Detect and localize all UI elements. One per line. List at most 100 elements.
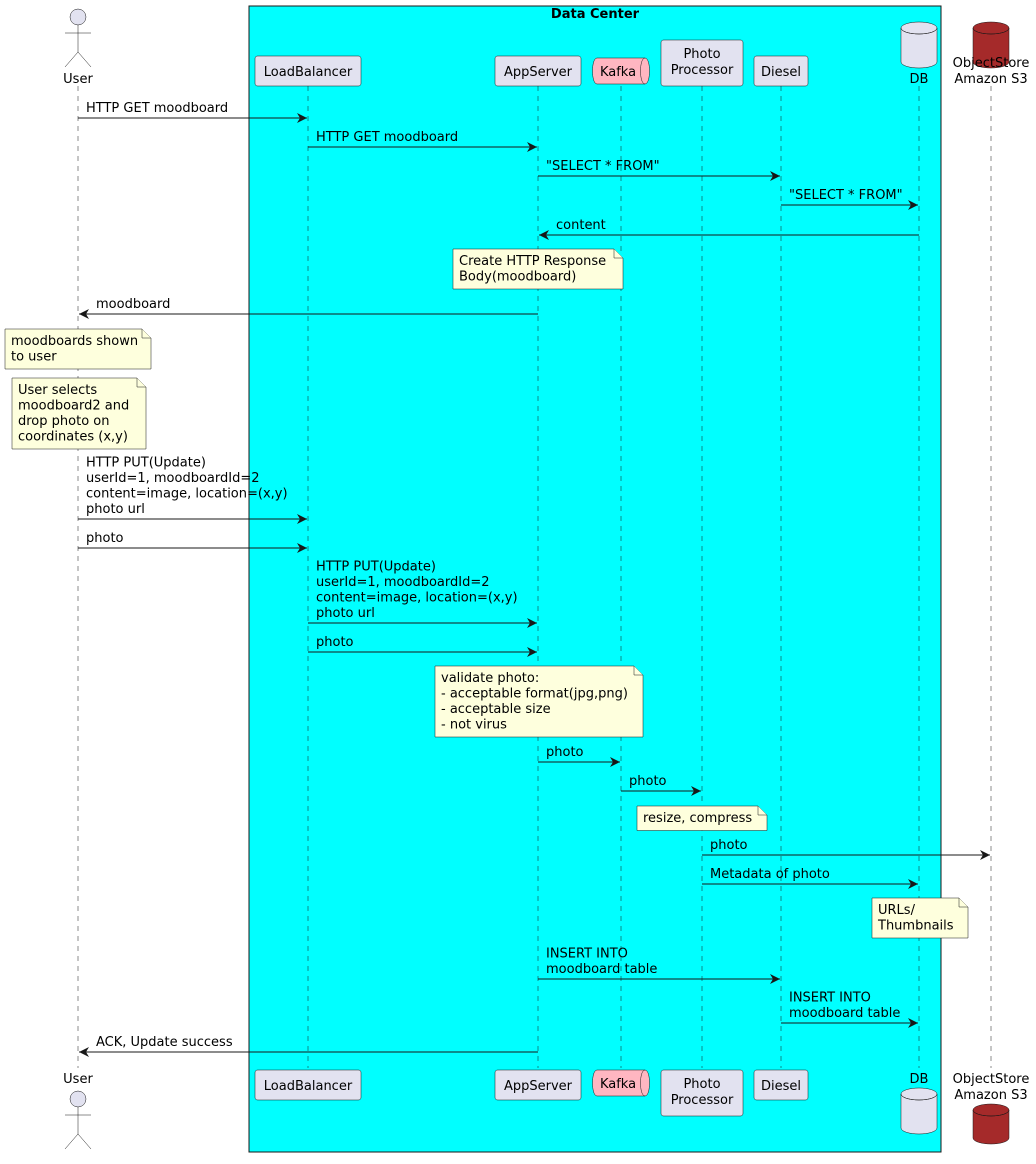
- note-over-app: validate photo:- acceptable format(jpg,p…: [434, 665, 644, 738]
- database-rim: [900, 1093, 938, 1101]
- participant-app-top: AppServer: [494, 55, 582, 87]
- note-text: - acceptable size: [441, 702, 551, 717]
- message-label: "SELECT * FROM": [789, 188, 903, 203]
- participant-box: [494, 55, 582, 87]
- message-label: photo: [546, 745, 584, 760]
- participant-label: Processor: [671, 63, 734, 78]
- participant-kafka-bottom: Kafka: [592, 1069, 650, 1097]
- note-text: moodboard2 and: [18, 399, 129, 414]
- message-label: ACK, Update success: [96, 1035, 233, 1050]
- note-fold: [633, 666, 643, 676]
- note-text: Create HTTP Response: [459, 254, 606, 269]
- note-text: validate photo:: [441, 671, 539, 686]
- message-label: userId=1, moodboardId=2: [86, 471, 259, 486]
- participant-lb-top: LoadBalancer: [254, 55, 362, 87]
- participant-box: [254, 55, 362, 87]
- actor-leg-right: [77, 51, 92, 68]
- database-label: ObjectStore: [953, 1072, 1030, 1087]
- actor-head: [69, 8, 87, 26]
- participant-kafka-top: Kafka: [592, 57, 650, 85]
- participant-box: [660, 1069, 744, 1117]
- note-fold: [958, 898, 968, 908]
- participant-box: [254, 1069, 362, 1101]
- message-photo-to-db: Metadata of photo: [702, 867, 918, 889]
- message-label: HTTP GET moodboard: [316, 130, 458, 145]
- database-rim: [972, 27, 1010, 35]
- message-label: INSERT INTO: [546, 947, 628, 962]
- message-label: HTTP PUT(Update): [86, 456, 206, 471]
- message-label: content: [556, 218, 606, 233]
- participant-label: Processor: [671, 1093, 734, 1108]
- database-label: DB: [910, 1072, 929, 1087]
- note-fold: [757, 806, 767, 816]
- note-box: [871, 897, 969, 939]
- message-label: moodboard table: [789, 1006, 900, 1021]
- note-text: resize, compress: [643, 811, 752, 826]
- database-label: DB: [910, 72, 929, 87]
- note-over-db: URLs/Thumbnails: [871, 897, 969, 939]
- message-label: photo: [86, 531, 124, 546]
- note-text: coordinates (x,y): [18, 430, 128, 445]
- participant-label: LoadBalancer: [264, 65, 353, 80]
- message-label: HTTP GET moodboard: [86, 101, 228, 116]
- message-user-to-lb: HTTP GET moodboard: [78, 101, 307, 123]
- note-text: Thumbnails: [877, 919, 954, 934]
- message-user-to-lb: HTTP PUT(Update)userId=1, moodboardId=2 …: [78, 456, 307, 524]
- message-app-to-kafka: photo: [538, 745, 620, 767]
- participant-diesel-top: Diesel: [753, 55, 809, 87]
- database-body: [900, 27, 938, 69]
- queue-label: Kafka: [600, 1077, 636, 1092]
- note-text: drop photo on: [18, 414, 109, 429]
- actor-leg-right: [77, 1133, 92, 1150]
- message-db-to-app: content: [539, 218, 919, 240]
- note-text: Body(moodboard): [459, 270, 576, 285]
- message-lb-to-app: HTTP GET moodboard: [308, 130, 537, 152]
- message-lb-to-app: photo: [308, 635, 537, 657]
- message-label: HTTP PUT(Update): [316, 560, 436, 575]
- message-kafka-to-photo: photo: [621, 774, 701, 796]
- data-center-title: Data Center: [551, 7, 640, 22]
- message-app-to-user: moodboard: [79, 297, 538, 319]
- queue-end: [640, 57, 646, 85]
- database-label: Amazon S3: [954, 72, 1027, 87]
- participant-label: Photo: [683, 47, 720, 62]
- message-lb-to-app: HTTP PUT(Update)userId=1, moodboardId=2 …: [308, 560, 537, 628]
- note-text: - acceptable format(jpg,png): [441, 687, 628, 702]
- participant-label: LoadBalancer: [264, 1079, 353, 1094]
- actor-head: [69, 1090, 87, 1108]
- message-label: "SELECT * FROM": [546, 159, 660, 174]
- participant-box: [660, 39, 744, 87]
- participant-db-bottom: DB: [900, 1072, 938, 1135]
- message-app-to-user: ACK, Update success: [79, 1035, 538, 1057]
- note-box: [452, 248, 624, 290]
- message-label: photo: [710, 838, 748, 853]
- note-box: [434, 665, 644, 738]
- database-body: [972, 1109, 1010, 1145]
- participant-label: AppServer: [504, 1079, 573, 1094]
- message-label: moodboard table: [546, 962, 657, 977]
- message-photo-to-s3: photo: [702, 838, 990, 860]
- participant-user-top: User: [63, 8, 93, 87]
- database-label: ObjectStore: [953, 56, 1030, 71]
- message-label: moodboard: [96, 297, 170, 312]
- note-fold: [136, 378, 146, 388]
- actor-label: User: [63, 72, 93, 87]
- participant-label: Diesel: [761, 65, 801, 80]
- message-app-to-diesel: "SELECT * FROM": [538, 159, 780, 181]
- message-label: photo url: [316, 606, 375, 621]
- participant-box: [753, 1069, 809, 1101]
- message-label: content=image, location=(x,y): [86, 487, 288, 502]
- note-fold: [613, 249, 623, 259]
- note-box: [636, 805, 768, 831]
- note-text: to user: [11, 350, 57, 365]
- queue-end: [640, 1069, 646, 1097]
- participant-lb-bottom: LoadBalancer: [254, 1069, 362, 1101]
